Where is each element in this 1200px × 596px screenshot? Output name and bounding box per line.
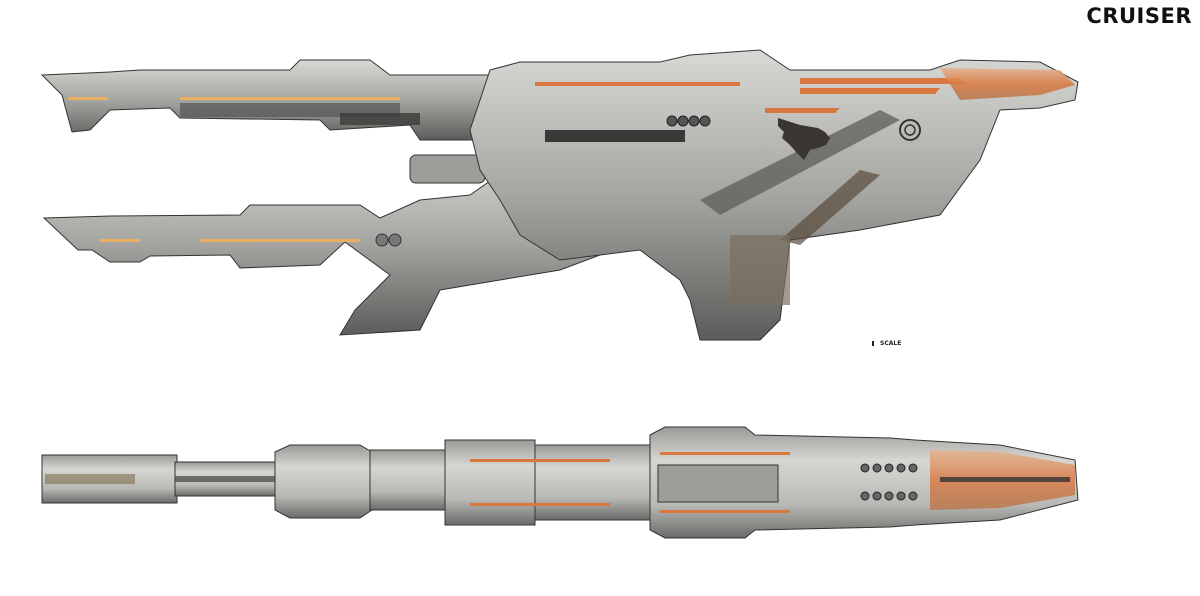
- scale-label: SCALE: [880, 340, 902, 347]
- top-view: [41, 426, 1079, 539]
- eagle-emblem-icon: [778, 118, 830, 160]
- scale-indicator: SCALE: [872, 340, 901, 347]
- page-title: CRUISER: [1086, 4, 1192, 28]
- scale-bar-icon: [872, 341, 874, 346]
- side-view: [40, 49, 1079, 341]
